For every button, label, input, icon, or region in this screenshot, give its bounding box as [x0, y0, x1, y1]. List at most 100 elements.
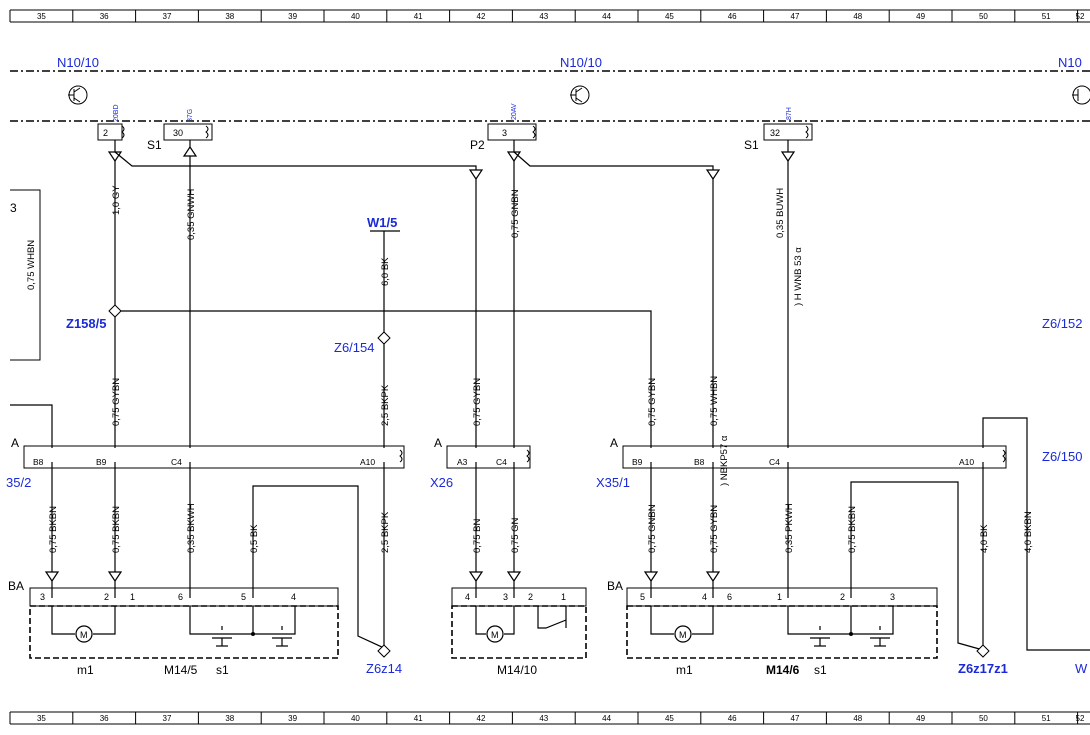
ruler-number: 52	[1076, 714, 1085, 723]
ruler-number: 46	[728, 714, 737, 723]
ruler-number: 36	[100, 714, 109, 723]
junction-diamonds	[108, 304, 990, 658]
ruler-number: 50	[979, 714, 988, 723]
pin-6: 6	[178, 592, 183, 602]
switch-junction-dots	[251, 632, 853, 636]
connector-pin-labels: B8 B9 C4 A10 A3 C4 B9 B8 C4 A10	[33, 457, 974, 467]
ruler-number: 41	[414, 12, 423, 21]
component-label-s1: s1	[814, 663, 827, 677]
pin-code-87h: 87H	[786, 107, 793, 120]
wire-label: 0,75 WHBN	[709, 376, 720, 426]
pin-2: 2	[104, 592, 109, 602]
switch-label-p2: P2	[470, 138, 485, 152]
wire-label: 0,75 GYBN	[111, 378, 122, 426]
pin-3: 3	[40, 592, 45, 602]
connector-a-3: A	[610, 436, 618, 450]
ruler-number: 39	[288, 714, 297, 723]
component-label-m14-5: M14/5	[164, 663, 198, 677]
ruler-number: 38	[225, 12, 234, 21]
junction-label-z6-152: Z6/152	[1042, 316, 1082, 331]
pin-3: 3	[890, 592, 895, 602]
ruler-number: 35	[37, 714, 46, 723]
pin-b9: B9	[96, 457, 107, 467]
wires	[10, 140, 1090, 651]
motor-m-label: M	[80, 630, 88, 640]
ruler-number: 47	[791, 12, 800, 21]
wire-label: 4,0 BK	[979, 524, 990, 553]
wire-label: 1,0 GY	[111, 185, 122, 215]
pin-5: 5	[241, 592, 246, 602]
component-label-m14-6: M14/6	[766, 663, 800, 677]
module-label-n10-a: N10/10	[57, 55, 99, 70]
junction-label-z158-5: Z158/5	[66, 316, 106, 331]
pin-code-20av: 20AV	[511, 103, 518, 120]
pin-c4: C4	[769, 457, 780, 467]
transistor-icon	[68, 85, 1090, 105]
ruler-number: 36	[100, 12, 109, 21]
pin-5: 5	[640, 592, 645, 602]
wire-label: 2,5 BKPK	[380, 511, 391, 553]
wire-label: 0,35 BUWH	[775, 188, 786, 238]
ruler-number: 45	[665, 12, 674, 21]
switch-label-s1-b: S1	[744, 138, 759, 152]
ruler-number: 41	[414, 714, 423, 723]
wire-label: 0,5 BK	[249, 524, 260, 553]
connector-a-2: A	[434, 436, 442, 450]
wire-label: 0,75 BKBN	[847, 506, 858, 553]
wire-label: ) H WNB 53 α	[793, 247, 804, 306]
ruler-number: 39	[288, 12, 297, 21]
ruler-number: 46	[728, 12, 737, 21]
pin-c4: C4	[171, 457, 182, 467]
component-pin-numbers: 3 2 1 6 5 4 4 3 2 1 5 4 6 1 2 3	[40, 592, 895, 602]
connector-pins-top	[97, 123, 813, 141]
ruler-number: 35	[37, 12, 46, 21]
ruler-number: 40	[351, 12, 360, 21]
motor-m-label: M	[491, 630, 499, 640]
ruler-number: 47	[791, 714, 800, 723]
pin-4: 4	[291, 592, 296, 602]
ruler-number: 52	[1076, 12, 1085, 21]
module-label-n10-c: N10	[1058, 55, 1082, 70]
pin-b8: B8	[33, 457, 44, 467]
ruler-number: 42	[477, 12, 486, 21]
ruler-number: 45	[665, 714, 674, 723]
module-label-n10-b: N10/10	[560, 55, 602, 70]
wire-label: 0,75 GNBN	[510, 189, 521, 238]
pin-6: 6	[727, 592, 732, 602]
ruler-number: 49	[916, 12, 925, 21]
ruler-number: 38	[225, 714, 234, 723]
ground-label-w1-5: W1/5	[367, 215, 397, 230]
pin-3: 3	[502, 128, 507, 138]
pin-30: 30	[173, 128, 183, 138]
connector-label-x35-2: 35/2	[6, 475, 31, 490]
ruler-number: 40	[351, 714, 360, 723]
wire-label: 2,5 BKPK	[380, 384, 391, 426]
switch-label-s1-a: S1	[147, 138, 162, 152]
connector-label-x26: X26	[430, 475, 453, 490]
pin-2: 2	[528, 592, 533, 602]
wire-label: 0,75 BKBN	[111, 506, 122, 553]
junction-label-z6z17z1: Z6z17z1	[958, 661, 1008, 676]
label-w-right: W	[1075, 661, 1088, 676]
connector-label-x35-1: X35/1	[596, 475, 630, 490]
motor-icon	[51, 606, 714, 643]
pin-1: 1	[777, 592, 782, 602]
ruler-number: 48	[853, 12, 862, 21]
pin-4: 4	[465, 592, 470, 602]
wire-label: 0,75 GN	[510, 517, 521, 553]
component-label-m14-10: M14/10	[497, 663, 537, 677]
pin-c4: C4	[496, 457, 507, 467]
lower-arrows	[44, 571, 721, 583]
ruler-number: 37	[163, 714, 172, 723]
wire-label: 0,75 BKBN	[48, 506, 59, 553]
switch-icon	[189, 606, 894, 647]
wire-label: 4,0 BKBN	[1023, 511, 1034, 553]
pin-1: 1	[130, 592, 135, 602]
pin-3: 3	[503, 592, 508, 602]
ruler-number: 48	[853, 714, 862, 723]
pin-4: 4	[702, 592, 707, 602]
wire-label: ) NBKP57 α	[719, 435, 730, 486]
ruler-number: 51	[1042, 12, 1051, 21]
pin-1: 1	[561, 592, 566, 602]
